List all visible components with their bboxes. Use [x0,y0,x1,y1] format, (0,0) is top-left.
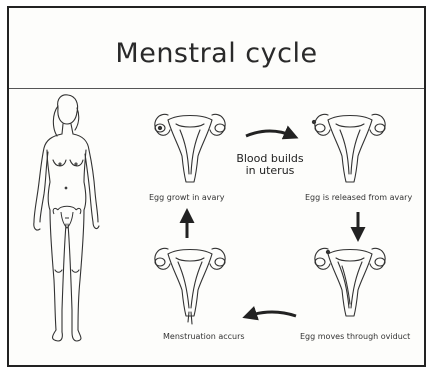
arrow-1-to-2 [246,131,293,136]
center-label: Blood builds in uterus [230,153,310,177]
arrow-3-to-4 [248,312,296,316]
stage-3-label: Egg moves through oviduct [300,332,410,341]
stage-1-label: Egg growt in avary [149,193,224,202]
stage-4-label: Menstruation accurs [163,332,245,341]
uterus-stage-3 [315,248,385,316]
uterus-stage-4 [155,248,225,324]
figure-uterus [53,206,81,228]
stage-2-label: Egg is released from avary [305,193,412,202]
uterus-stage-1 [155,114,225,182]
uterus-stage-2 [312,114,385,182]
center-label-line2: in uterus [230,165,310,177]
